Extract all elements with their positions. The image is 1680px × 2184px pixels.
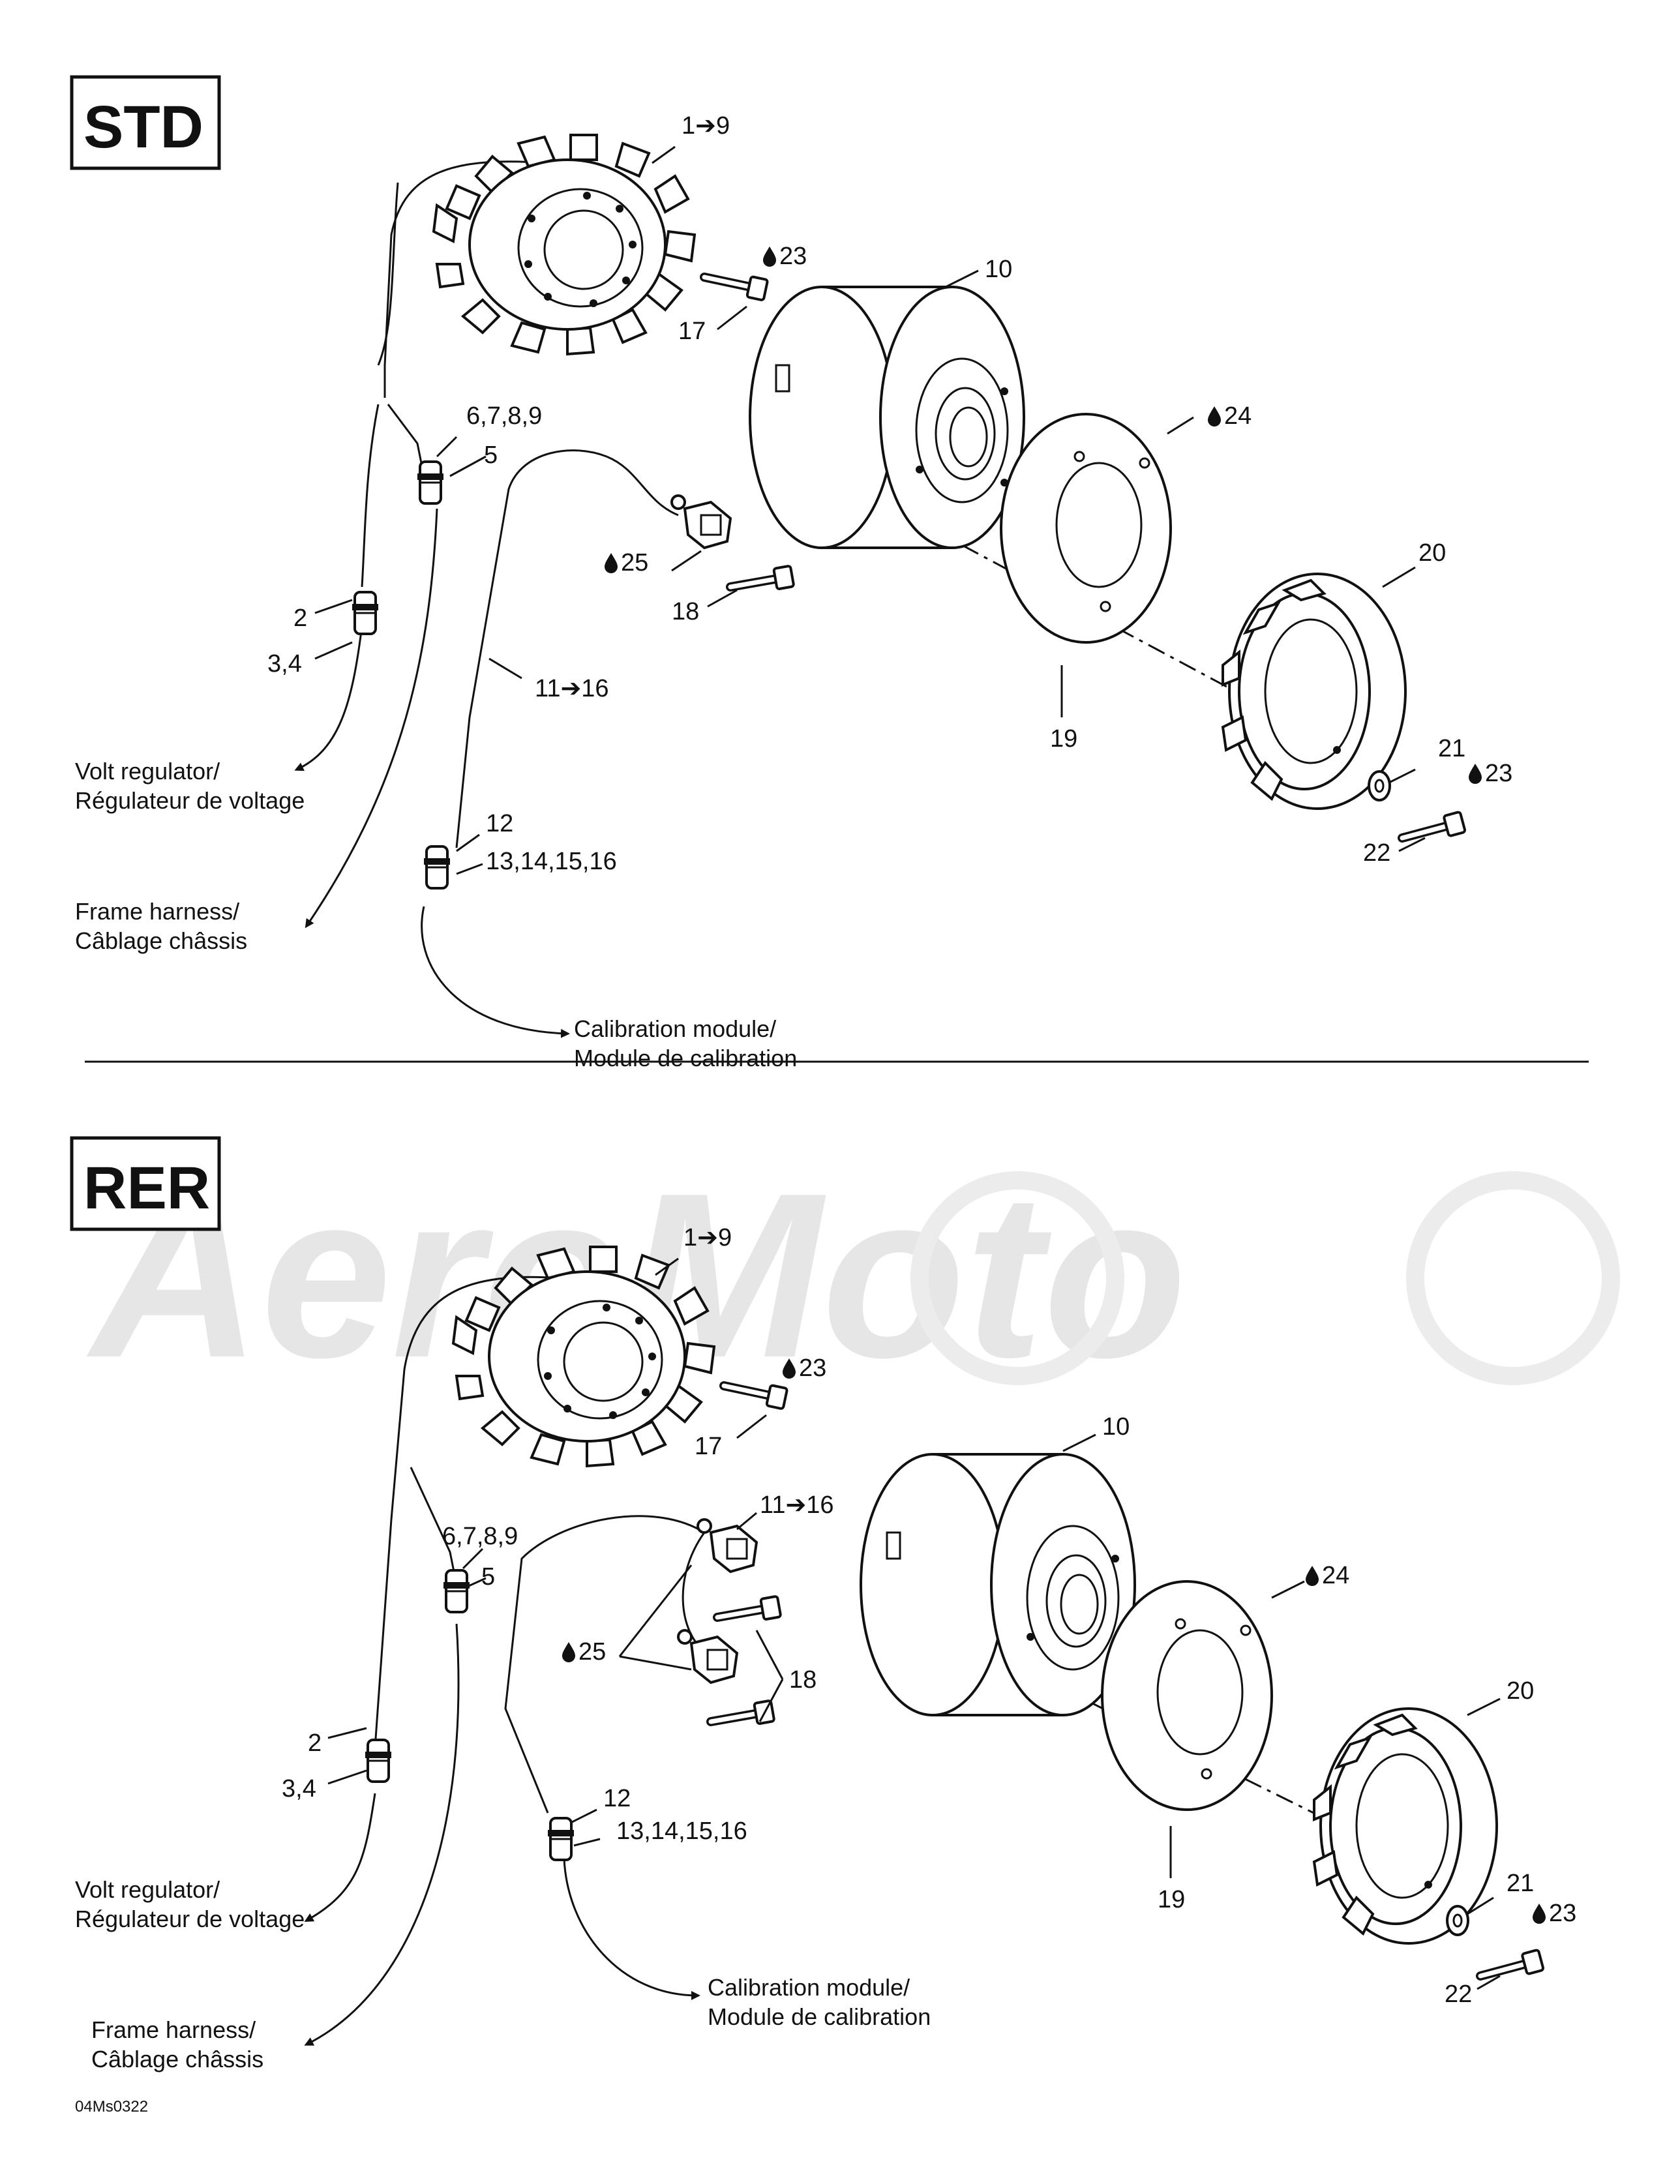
callout-3-4: 3,4 bbox=[267, 650, 302, 678]
rotor-icon bbox=[860, 1453, 1136, 1716]
callout-3-4: 3,4 bbox=[282, 1775, 316, 1803]
section-title: RER bbox=[83, 1155, 210, 1221]
callout-6789: 6,7,8,9 bbox=[466, 402, 542, 430]
connector-12-icon bbox=[423, 845, 451, 890]
dest-frame-en: Frame harness/ bbox=[75, 898, 239, 925]
thread-locker-icon bbox=[562, 1642, 575, 1662]
screw-18-icon bbox=[728, 566, 794, 597]
figure-code: 04Ms0322 bbox=[75, 2098, 148, 2116]
sensor-harness-wire bbox=[455, 449, 607, 848]
callout-18: 18 bbox=[789, 1666, 817, 1694]
callout-23b: 23 bbox=[1549, 1900, 1576, 1927]
dest-volt-fr: Régulateur de voltage bbox=[75, 787, 305, 814]
thread-locker-icon bbox=[605, 553, 618, 573]
callout-10: 10 bbox=[985, 256, 1012, 283]
bolt-22-icon bbox=[1400, 812, 1465, 848]
callout-18: 18 bbox=[672, 598, 699, 625]
dest-volt-en: Volt regulator/ bbox=[75, 1876, 220, 1903]
callout-23b: 23 bbox=[1485, 760, 1512, 787]
thread-locker-icon bbox=[763, 247, 776, 267]
callout-21: 21 bbox=[1507, 1870, 1534, 1897]
dest-calib-fr: Module de calibration bbox=[708, 2003, 931, 2030]
regulator-wire bbox=[361, 404, 380, 588]
thread-locker-icon bbox=[1469, 764, 1482, 784]
section-title-box bbox=[70, 1136, 221, 1231]
callout-stator: 1➔9 bbox=[683, 1224, 732, 1251]
dest-calib-en: Calibration module/ bbox=[708, 1974, 910, 2001]
callout-20: 20 bbox=[1507, 1677, 1534, 1705]
callout-22: 22 bbox=[1363, 839, 1390, 867]
screw-18-icon bbox=[709, 1701, 774, 1732]
connector-5-icon bbox=[442, 1569, 471, 1613]
callout-19: 19 bbox=[1050, 725, 1077, 753]
screw-17-icon bbox=[702, 267, 768, 300]
stator-harness-wire bbox=[383, 160, 548, 398]
stator-icon bbox=[432, 134, 696, 355]
sensor-icon bbox=[670, 494, 732, 549]
washer-icon bbox=[1446, 1905, 1469, 1936]
callout-23a: 23 bbox=[799, 1354, 826, 1382]
callout-11-16: 11➔16 bbox=[535, 675, 609, 702]
callout-13-16: 13,14,15,16 bbox=[486, 848, 617, 875]
callout-12: 12 bbox=[603, 1785, 631, 1812]
watermark: AeroMoto bbox=[84, 1144, 1620, 1407]
dest-calib-en: Calibration module/ bbox=[574, 1015, 776, 1042]
callout-5: 5 bbox=[484, 441, 498, 469]
dest-volt-en: Volt regulator/ bbox=[75, 758, 220, 785]
watermark-wheel-icon bbox=[1406, 1171, 1620, 1385]
callout-20: 20 bbox=[1418, 539, 1446, 567]
ring-icon bbox=[1000, 413, 1172, 644]
connector-5-icon bbox=[416, 460, 445, 505]
connector-2-icon bbox=[351, 591, 380, 635]
callout-12: 12 bbox=[486, 810, 513, 837]
callout-24: 24 bbox=[1322, 1562, 1349, 1589]
section-title-box bbox=[70, 75, 221, 170]
callout-19: 19 bbox=[1158, 1886, 1185, 1913]
watermark-wheel-icon bbox=[910, 1171, 1124, 1385]
callout-10: 10 bbox=[1102, 1413, 1130, 1441]
sensor-harness-wire bbox=[504, 1515, 705, 1814]
callout-17: 17 bbox=[695, 1433, 722, 1460]
callout-5: 5 bbox=[481, 1563, 495, 1591]
callout-2: 2 bbox=[293, 605, 307, 632]
thread-locker-icon bbox=[1306, 1566, 1319, 1586]
callout-stator: 1➔9 bbox=[682, 112, 730, 140]
callout-2: 2 bbox=[308, 1729, 322, 1757]
starter-gear-icon bbox=[1313, 1707, 1498, 1945]
section-std: STD bbox=[70, 75, 1512, 1071]
callout-24: 24 bbox=[1224, 402, 1252, 430]
thread-locker-icon bbox=[1533, 1904, 1546, 1924]
connector-12-icon bbox=[547, 1817, 575, 1861]
dest-frame-fr: Câblage châssis bbox=[75, 927, 247, 954]
dest-frame-en: Frame harness/ bbox=[91, 2016, 256, 2043]
section-rer: RER bbox=[70, 1136, 1576, 2072]
sensor-icon bbox=[677, 1629, 738, 1684]
thread-locker-icon bbox=[1208, 406, 1221, 426]
connector-2-icon bbox=[364, 1739, 393, 1783]
rotor-icon bbox=[749, 286, 1025, 549]
dest-calib-fr: Module de calibration bbox=[574, 1045, 797, 1071]
ring-icon bbox=[1101, 1580, 1273, 1811]
dest-frame-fr: Câblage châssis bbox=[91, 2046, 263, 2072]
callout-13-16: 13,14,15,16 bbox=[616, 1818, 747, 1845]
callout-25: 25 bbox=[621, 549, 648, 576]
callout-17: 17 bbox=[678, 318, 706, 345]
sensor-icon bbox=[697, 1518, 758, 1573]
section-title: STD bbox=[83, 94, 203, 160]
callout-22: 22 bbox=[1445, 1981, 1472, 2008]
callout-21: 21 bbox=[1438, 735, 1465, 762]
callout-25: 25 bbox=[578, 1638, 606, 1666]
washer-icon bbox=[1368, 770, 1391, 801]
bolt-22-icon bbox=[1478, 1950, 1544, 1986]
callout-11-16: 11➔16 bbox=[760, 1491, 834, 1519]
dest-volt-fr: Régulateur de voltage bbox=[75, 1906, 305, 1932]
callout-6789: 6,7,8,9 bbox=[442, 1523, 518, 1550]
screw-18-icon bbox=[715, 1596, 781, 1628]
callout-23a: 23 bbox=[779, 243, 807, 270]
